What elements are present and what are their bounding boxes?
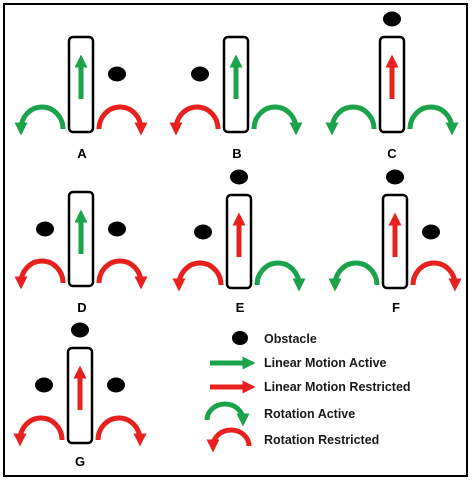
obstacle-right [108, 66, 126, 82]
panel-g [13, 322, 147, 447]
panel-label-c: C [387, 146, 397, 161]
rotation-arrow-left-active [328, 260, 380, 292]
rotation-arrow-right-restricted [96, 104, 148, 136]
rotation-arrow-right-active [254, 260, 306, 292]
panel-label-d: D [77, 300, 86, 315]
obstacle-right [422, 224, 440, 240]
rotation-arrow-left-restricted [13, 415, 65, 447]
panel-e [172, 169, 306, 292]
panel-c [325, 11, 459, 136]
legend-linear-restricted-label: Linear Motion Restricted [264, 380, 411, 394]
rotation-arrow-left-restricted [172, 260, 224, 292]
legend: Obstacle Linear Motion Active Linear Mot… [204, 331, 411, 453]
obstacle-right [107, 377, 125, 393]
obstacle-top [383, 11, 401, 27]
rotation-arrow-right-restricted [95, 415, 147, 447]
legend-rotation-active-swatch [204, 401, 250, 427]
obstacle-top [71, 322, 89, 338]
rotation-arrow-right-active [251, 104, 303, 136]
legend-rotation-restricted-label: Rotation Restricted [264, 433, 379, 447]
legend-rotation-active-label: Rotation Active [264, 407, 355, 421]
rotation-arrow-left-restricted [169, 104, 221, 136]
obstacle-left [35, 377, 53, 393]
obstacle-top [386, 169, 404, 185]
legend-obstacle-label: Obstacle [264, 332, 317, 346]
rotation-arrow-left-active [325, 104, 377, 136]
panel-a [14, 35, 148, 136]
rotation-arrow-right-restricted [96, 258, 148, 290]
legend-obstacle-swatch [232, 331, 248, 345]
panel-label-g: G [75, 454, 85, 469]
rotation-arrow-right-restricted [410, 260, 462, 292]
rotation-arrow-left-active [14, 104, 66, 136]
panel-label-b: B [232, 146, 241, 161]
legend-rotation-restricted-swatch [206, 427, 252, 453]
panel-label-e: E [236, 300, 245, 315]
legend-linear-active-label: Linear Motion Active [264, 356, 387, 370]
rotation-arrow-right-active [407, 104, 459, 136]
panel-label-f: F [392, 300, 400, 315]
rotation-arrow-left-restricted [14, 258, 66, 290]
panel-label-a: A [77, 146, 87, 161]
panel-b [169, 35, 303, 136]
obstacle-left [194, 224, 212, 240]
diagram-frame [3, 3, 468, 477]
panel-d [14, 190, 148, 290]
obstacle-left [191, 66, 209, 82]
obstacle-left [36, 221, 54, 237]
panel-f [328, 169, 462, 292]
obstacle-top [230, 169, 248, 185]
obstacle-right [108, 221, 126, 237]
